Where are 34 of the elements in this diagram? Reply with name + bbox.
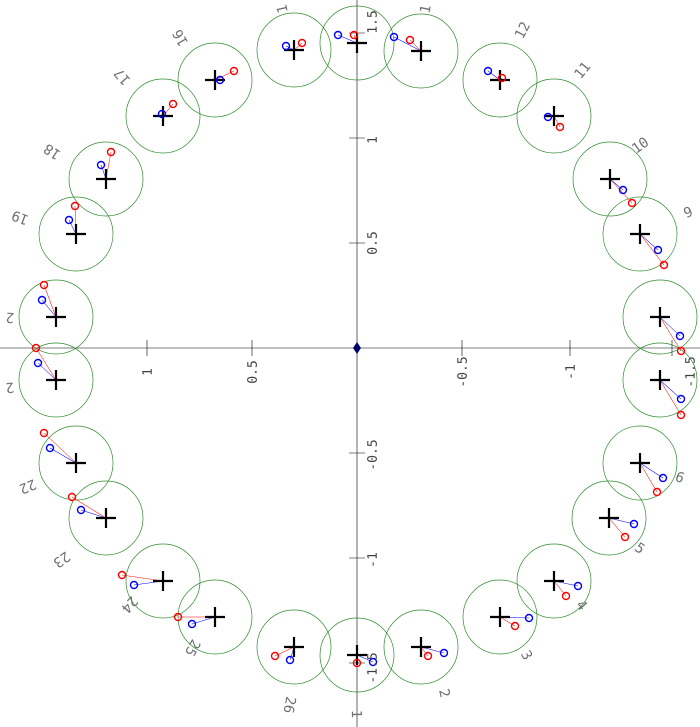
tick-label: -0.5	[367, 440, 377, 468]
tick-label: 1	[367, 136, 377, 142]
point-number: 26	[284, 696, 296, 713]
tick-label: -1	[367, 553, 377, 566]
point-number: 16	[172, 30, 188, 46]
point-number: 18	[44, 144, 60, 160]
point-number: 24	[122, 596, 138, 614]
point-number: 5	[634, 542, 645, 553]
point-number: 1	[352, 711, 362, 718]
point-number: 25	[186, 639, 201, 656]
point-number: 4	[578, 602, 588, 610]
tick-label: -0.5	[457, 357, 467, 386]
point-number: 3	[521, 650, 532, 660]
point-number: 22	[19, 479, 36, 494]
tick-label: 1	[142, 368, 152, 374]
point-number: 2	[439, 688, 450, 698]
tick-label: -1	[565, 365, 575, 378]
tick-label: 0.5	[247, 361, 257, 383]
point-number: 2	[6, 382, 14, 394]
point-number: 10	[632, 138, 648, 153]
point-number: 12	[514, 22, 530, 38]
point-number: 1	[420, 6, 431, 12]
tick-label: -1.5	[367, 653, 377, 682]
point-number: 6	[676, 472, 684, 482]
point-number: 1	[276, 4, 288, 12]
point-number: 19	[12, 211, 28, 225]
point-number: 9	[684, 206, 692, 218]
point-number: 11	[574, 62, 591, 78]
tick-label: -1.5	[685, 357, 695, 386]
tick-label: 0.5	[367, 232, 377, 254]
point-number: 2	[6, 312, 14, 324]
point-number: 23	[54, 552, 71, 568]
tick-label: 1.5	[367, 11, 377, 32]
point-number: 17	[113, 70, 130, 86]
